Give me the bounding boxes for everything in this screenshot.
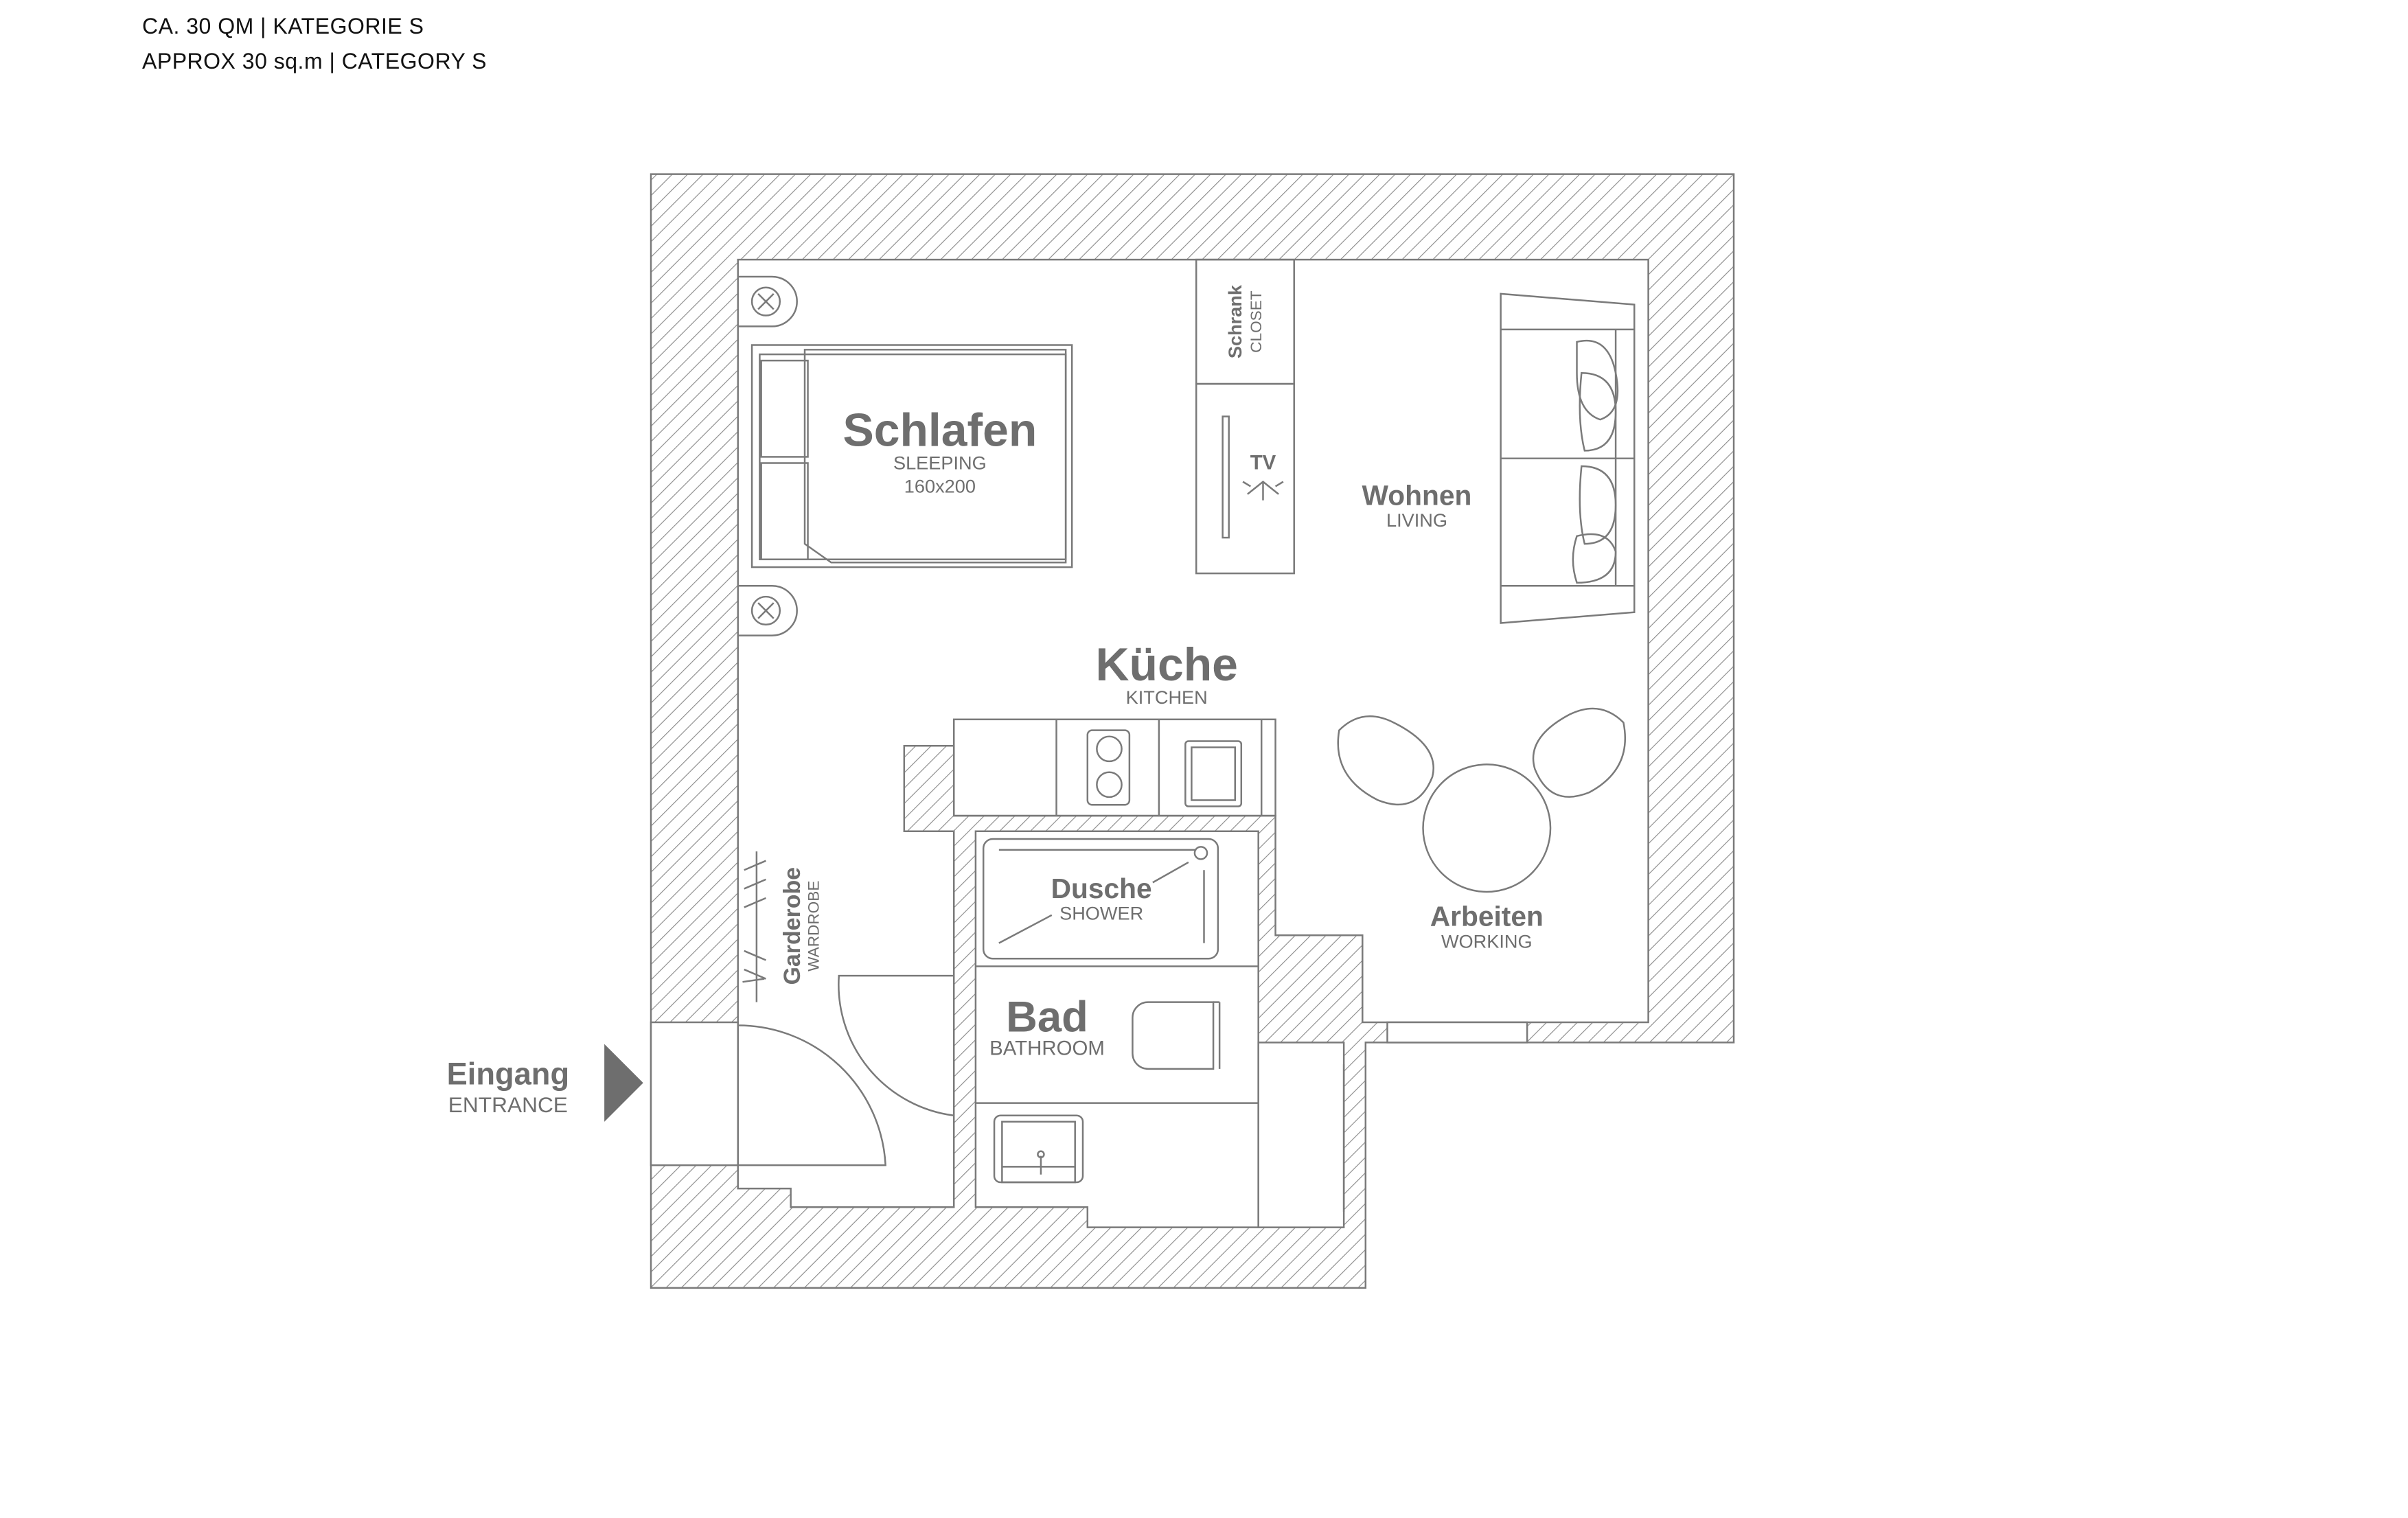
label-working-de: Arbeiten: [1430, 901, 1544, 932]
area-category-de: CA. 30 QM | KATEGORIE S: [142, 14, 424, 38]
tv-screen: [1222, 415, 1230, 539]
label-entrance-de: Eingang: [447, 1057, 569, 1092]
label-tv: TV: [1250, 452, 1276, 474]
label-kitchen-en: KITCHEN: [1126, 687, 1208, 708]
bathroom-door: [838, 974, 954, 1116]
label-closet-de: Schrank: [1224, 284, 1246, 358]
shower: [975, 838, 1259, 967]
wardrobe-hangers-icon: [742, 851, 766, 1002]
label-living-en: LIVING: [1386, 509, 1447, 531]
label-wardrobe-en: WARDROBE: [805, 881, 822, 971]
sofa: [1500, 292, 1636, 624]
label-sleeping-de: Schlafen: [842, 405, 1037, 457]
label-wardrobe-de: Garderobe: [779, 867, 805, 985]
bed: [737, 275, 1073, 636]
label-bathroom-en: BATHROOM: [989, 1037, 1105, 1060]
label-shower-de: Dusche: [1051, 873, 1152, 904]
toilet: [1132, 1001, 1221, 1070]
label-bed-size: 160x200: [904, 475, 976, 496]
tv-unit: [1195, 382, 1295, 575]
tv-icon: [1242, 481, 1284, 501]
label-closet-en: CLOSET: [1248, 290, 1265, 353]
label-kitchen-de: Küche: [1096, 639, 1238, 691]
label-shower-en: SHOWER: [1059, 903, 1143, 924]
entrance-arrow-icon: [604, 1044, 643, 1122]
washbasin: [993, 1114, 1084, 1184]
label-entrance-en: ENTRANCE: [448, 1092, 568, 1117]
label-living-de: Wohnen: [1362, 480, 1472, 511]
entrance-opening: [650, 1021, 739, 1166]
label-working-en: WORKING: [1441, 930, 1533, 952]
table-and-chairs: [1337, 707, 1627, 893]
area-category-en: APPROX 30 sq.m | CATEGORY S: [142, 49, 487, 73]
kitchen-counter: [952, 718, 1276, 817]
nightstand-lamp-icon: [737, 584, 798, 636]
stove-icon: [1086, 729, 1131, 806]
sink-icon: [1184, 740, 1243, 807]
label-bathroom-de: Bad: [1006, 993, 1088, 1042]
label-sleeping-en: SLEEPING: [893, 452, 987, 474]
bathroom-room: [974, 830, 1259, 1228]
corridor: [1257, 1042, 1345, 1228]
window: [1386, 1021, 1528, 1044]
entrance-door: [737, 1024, 886, 1166]
nightstand-lamp-icon: [737, 275, 798, 327]
